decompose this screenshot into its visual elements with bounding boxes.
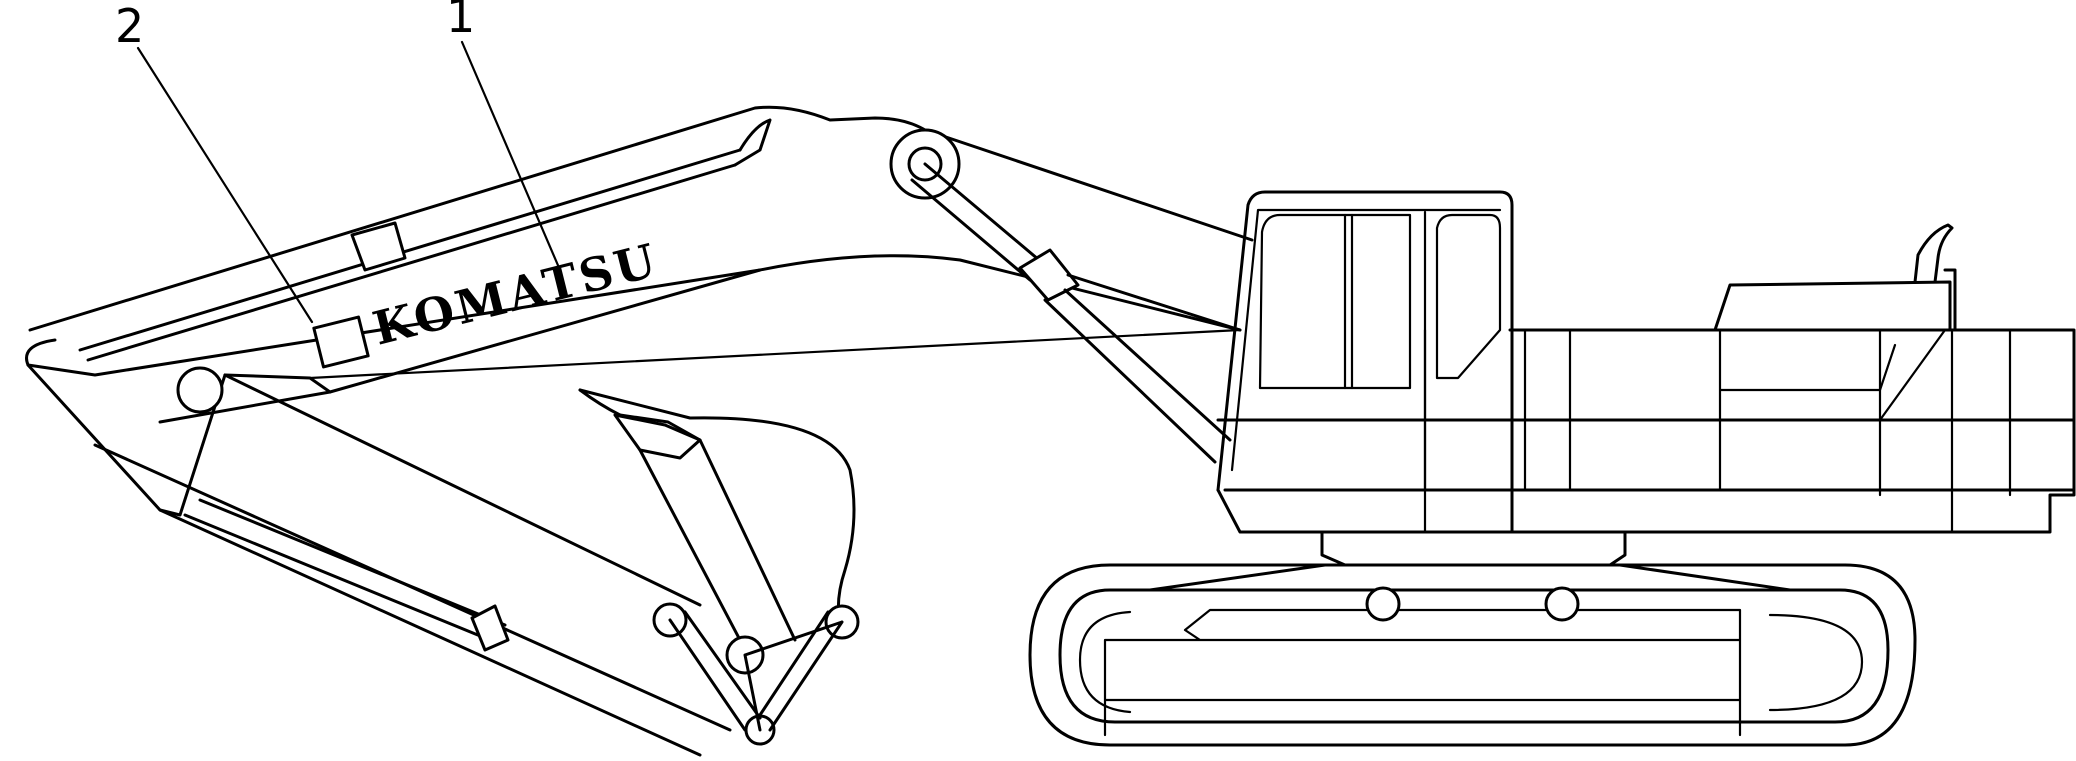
cab-inner-outline <box>1230 208 1502 472</box>
bucket-linkage <box>668 610 844 732</box>
cab-window-divider <box>1343 213 1354 390</box>
arm-lower-edge <box>93 443 732 757</box>
track-sprocket-rear <box>1768 613 1864 712</box>
track-assembly <box>1028 530 1917 747</box>
cab-window-door <box>1435 213 1502 380</box>
arm-tip-outline <box>25 338 227 517</box>
carrier-roller-rear <box>1544 586 1580 622</box>
track-idler-front <box>1078 610 1132 714</box>
bucket-cylinder-head <box>613 413 702 460</box>
arm-cylinder-collar <box>470 604 510 652</box>
cab-outline <box>1216 190 1514 534</box>
arm <box>25 221 762 757</box>
arm-outer-edge <box>26 268 762 377</box>
cab-window-front <box>1258 213 1412 390</box>
track-inner-loop <box>1058 588 1890 724</box>
arm-inner-diagonal <box>223 373 702 607</box>
callout-number-2: 2 <box>115 0 144 53</box>
bucket-tip <box>578 388 622 417</box>
bucket <box>578 388 860 746</box>
boom-clamp-box <box>350 221 407 272</box>
track-frame <box>1103 608 1742 737</box>
track-outer-loop <box>1028 563 1917 747</box>
boom-cylinder-rod <box>910 162 1047 282</box>
upper-body-mid-line <box>1216 418 2076 492</box>
callout-number-1: 1 <box>446 0 475 43</box>
arm-cylinder-upper <box>183 498 507 642</box>
boom-cylinder <box>889 128 1242 464</box>
swing-bearing <box>1320 530 1627 567</box>
upper-body-outline <box>1216 328 2076 534</box>
boom-arm-join <box>733 118 772 167</box>
boom-cylinder-barrel <box>1043 288 1232 464</box>
boom-cylinder-collar <box>1018 248 1080 302</box>
operator-cab <box>1216 190 1514 534</box>
callouts: 2 1 <box>115 0 562 324</box>
boom-cylinder-lines <box>1066 273 1242 332</box>
upper-structure <box>1216 223 2076 534</box>
callout-leader-2 <box>136 46 314 324</box>
callout-leader-1 <box>460 40 562 272</box>
carrier-roller-front <box>1365 586 1401 622</box>
komatsu-logo-text: KOMATSU <box>368 233 664 356</box>
engine-hood <box>1713 268 1957 332</box>
bucket-outline <box>578 388 856 627</box>
decal-box-2 <box>312 315 370 369</box>
boom-lower-edge <box>158 254 1242 424</box>
exhaust-stack <box>1913 223 1954 284</box>
arm-pivot-pin <box>176 366 224 414</box>
track-frame-top <box>1148 563 1792 592</box>
counterweight-slope <box>1878 328 1947 422</box>
boom-upper-edge <box>28 105 1254 332</box>
boom-top-rail <box>78 148 742 362</box>
